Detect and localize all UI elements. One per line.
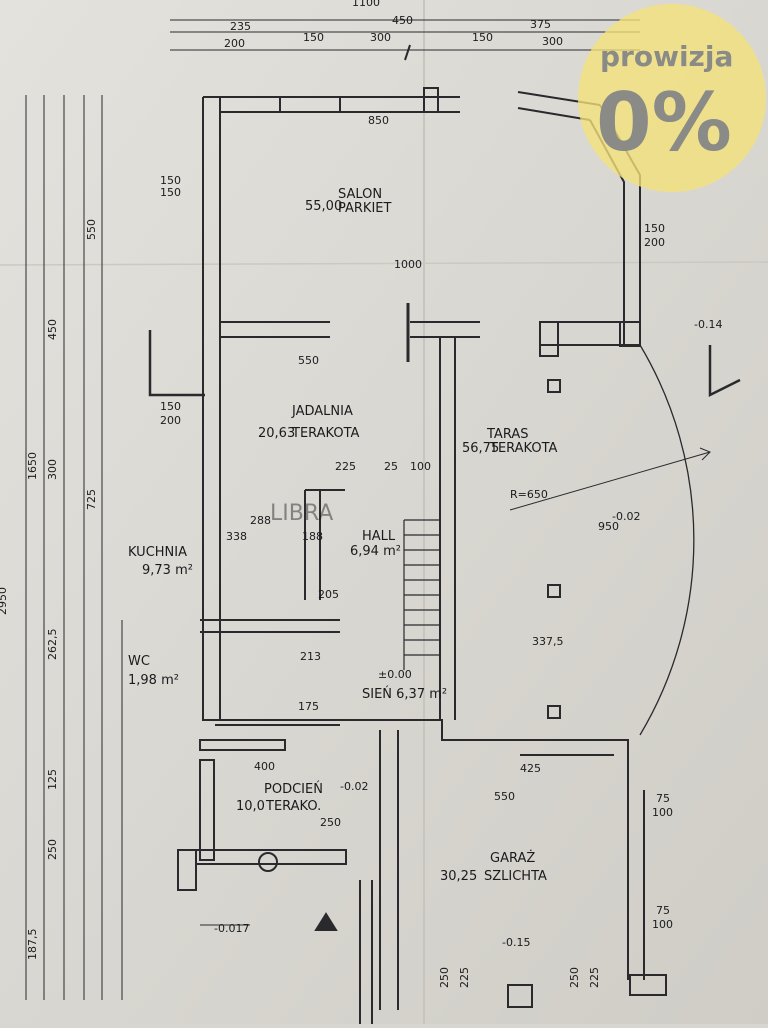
dim: 125: [46, 769, 59, 790]
watermark: LIBRA: [270, 501, 333, 526]
salon-name: SALON: [338, 187, 382, 202]
dim: 150: [644, 222, 665, 235]
hall-name: HALL: [362, 529, 396, 544]
podcien-name: PODCIEŃ: [264, 781, 323, 797]
dim: 205: [318, 588, 339, 601]
dim: 225: [588, 967, 601, 988]
dim: 337,5: [532, 635, 564, 648]
room-labels: 55,00 SALON PARKIET 20,63 JADALNIA TERAK…: [128, 187, 558, 884]
dim: 75: [656, 792, 670, 805]
dim: 450: [392, 14, 413, 27]
kuchnia-name: KUCHNIA: [128, 545, 187, 560]
dim: 187,5: [26, 929, 39, 961]
dim: 300: [542, 35, 563, 48]
level-mark: -0.017: [214, 922, 249, 935]
dimension-labels: 1100 235 450 375 200 150 300 150 300 850…: [0, 0, 673, 988]
dim: 150: [472, 31, 493, 44]
dim: 400: [254, 760, 275, 773]
level-mark: -0.02: [340, 780, 368, 793]
jadalnia-floor: TERAKOTA: [291, 426, 360, 441]
dim: 550: [298, 354, 319, 367]
dim: 450: [46, 319, 59, 340]
dim: 338: [226, 530, 247, 543]
badge-circle: [578, 4, 766, 192]
dim: 200: [224, 37, 245, 50]
dim: 250: [320, 816, 341, 829]
dim: 288: [250, 514, 271, 527]
dim: 1100: [352, 0, 380, 9]
dim: 175: [298, 700, 319, 713]
garaz-area: 30,25: [440, 869, 477, 884]
dim: 250: [438, 967, 451, 988]
dim: 2950: [0, 587, 9, 615]
dim: 550: [494, 790, 515, 803]
dim: 235: [230, 20, 251, 33]
commission-badge: prowizja 0%: [578, 4, 766, 192]
dim: 188: [302, 530, 323, 543]
level-marks: -0.02 ±0.00 -0.02 -0.017 -0.15 -0.14: [214, 318, 722, 949]
dim: 1000: [394, 258, 422, 271]
dim: 150: [160, 174, 181, 187]
dim: 100: [410, 460, 431, 473]
dim: 25: [384, 460, 398, 473]
dim: 200: [160, 414, 181, 427]
taras-floor: TERAKOTA: [489, 441, 558, 456]
dim: 550: [85, 219, 98, 240]
podcien-floor: TERAKO.: [265, 799, 321, 814]
badge-line2: 0%: [596, 76, 732, 169]
garaz-name: GARAŻ: [490, 850, 535, 866]
kuchnia-area: 9,73 m²: [142, 563, 193, 578]
wc-name: WC: [128, 654, 150, 669]
dim: 100: [652, 806, 673, 819]
dim: 250: [46, 839, 59, 860]
jadalnia-area: 20,63: [258, 426, 295, 441]
dim: R=650: [510, 488, 548, 501]
dim: 300: [46, 459, 59, 480]
walls: [25, 19, 741, 1024]
jadalnia-name: JADALNIA: [291, 404, 353, 419]
hall-area: 6,94 m²: [350, 544, 401, 559]
garaz-floor: SZLICHTA: [484, 869, 547, 884]
dim: 850: [368, 114, 389, 127]
level-mark: -0.14: [694, 318, 722, 331]
podcien-area: 10,0: [236, 799, 265, 814]
dim: 725: [85, 489, 98, 510]
dim: 300: [370, 31, 391, 44]
dim: 213: [300, 650, 321, 663]
taras-area: 56,75: [462, 441, 499, 456]
taras-name: TARAS: [486, 427, 528, 442]
dim: 150: [160, 400, 181, 413]
level-mark: -0.15: [502, 936, 530, 949]
dim: 150: [160, 186, 181, 199]
dim: 150: [303, 31, 324, 44]
dim: 425: [520, 762, 541, 775]
dim: 225: [335, 460, 356, 473]
level-mark: ±0.00: [378, 668, 412, 681]
salon-area: 55,00: [305, 199, 342, 214]
dim: 262,5: [46, 629, 59, 661]
level-mark: -0.02: [612, 510, 640, 523]
sien-label: SIEŃ 6,37 m²: [362, 686, 447, 702]
wc-area: 1,98 m²: [128, 673, 179, 688]
dim: 75: [656, 904, 670, 917]
dim: 375: [530, 18, 551, 31]
badge-line1: prowizja: [600, 40, 733, 73]
dim: 100: [652, 918, 673, 931]
dim: 950: [598, 520, 619, 533]
dim: 250: [568, 967, 581, 988]
salon-floor: PARKIET: [338, 201, 392, 216]
dim: 1650: [26, 452, 39, 480]
dim: 200: [644, 236, 665, 249]
dim: 225: [458, 967, 471, 988]
